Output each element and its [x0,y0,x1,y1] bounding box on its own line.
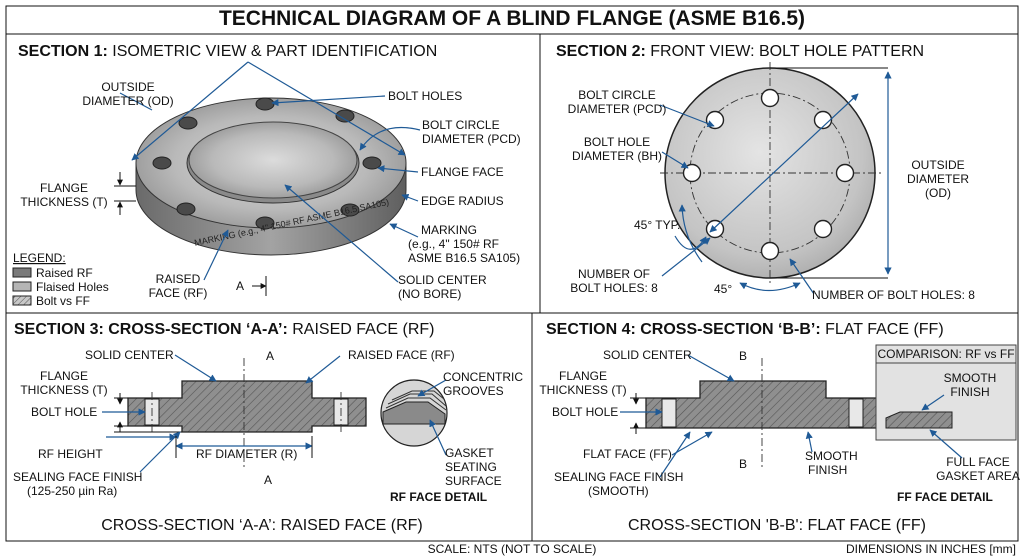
legend-title: LEGEND: [13,251,66,265]
drawing-title: TECHNICAL DIAGRAM OF A BLIND FLANGE (ASM… [219,7,805,30]
section1-heading-bold: SECTION 1: [18,43,108,60]
isometric-flange: MARKING (e.g., 4" 150# RF ASME B16.5 SA1… [135,97,407,256]
section4-heading-bold: SECTION 4: CROSS-SECTION ‘B-B’: [546,321,821,338]
label-number-right: NUMBER OF BOLT HOLES: 8 [812,288,975,302]
footer-scale: SCALE: NTS (NOT TO SCALE) [428,542,597,556]
section2-heading-rest: FRONT VIEW: BOLT HOLE PATTERN [646,43,924,60]
label-angle-bottom: 45° [714,282,732,296]
footer-units: DIMENSIONS IN INCHES [mm] [846,542,1016,556]
ff-detail-caption: FF FACE DETAIL [897,490,993,504]
legend-swatch-holes [12,281,32,292]
comparison-box [875,344,1017,441]
full-face-leader [929,429,963,459]
section4-caption: CROSS-SECTION 'B-B': FLAT FACE (FF) [628,517,926,534]
legend-swatch-raised [12,267,32,278]
label-solid-center: SOLID CENTER(NO BORE) [398,273,487,301]
section1-heading-rest: ISOMETRIC VIEW & PART IDENTIFICATION [108,43,438,60]
label-bolt-holes: BOLT HOLES [388,89,462,103]
section4-heading-rest: FLAT FACE (FF) [821,321,944,338]
rf-detail-caption: RF FACE DETAIL [390,490,487,504]
label-s3-bolt-hole: BOLT HOLE [31,405,97,419]
section2-leaders [659,67,892,295]
rf-cross-section [127,358,367,470]
section4-leaders [620,354,813,478]
label-s3-raised-face: RAISED FACE (RF) [348,348,455,362]
label-flange-face: FLANGE FACE [421,165,504,179]
label-section-b-top: B [739,349,747,363]
section2-heading-bold: SECTION 2: [556,43,646,60]
section3-heading-rest: RAISED FACE (RF) [288,321,435,338]
label-s4-sealing-finish: SEALING FACE FINISH(SMOOTH) [554,470,683,498]
iso-bolt-holes [152,97,382,230]
legend-item-raised: Raised RF [36,266,93,280]
label-s3-solid-center: SOLID CENTER [85,348,174,362]
label-flat-face: FLAT FACE (FF) [583,447,672,461]
rf-detail-leaders [417,379,447,456]
label-section-a-bottom: A [264,473,272,487]
section1-leaders [114,61,421,296]
label-s4-bolt-hole: BOLT HOLE [552,405,618,419]
label-rf-diameter: RF DIAMETER (R) [196,447,297,461]
section2-heading: SECTION 2: FRONT VIEW: BOLT HOLE PATTERN [556,43,924,60]
drawing-frame [5,5,1019,542]
legend-item-holes: Flaised Holes [36,280,109,294]
label-angle-typ: 45° TYP. [634,218,680,232]
legend-swatch-ff [12,295,32,306]
ff-cross-section [645,358,881,470]
section3-heading-bold: SECTION 3: CROSS-SECTION ‘A-A’: [14,321,288,338]
section4-heading: SECTION 4: CROSS-SECTION ‘B-B’: FLAT FAC… [546,321,944,338]
section1-heading: SECTION 1: ISOMETRIC VIEW & PART IDENTIF… [18,43,437,60]
label-rf-height: RF HEIGHT [38,447,103,461]
label-section-a: A [236,279,244,293]
label-section-b-bottom: B [739,457,747,471]
label-s3-sealing-finish: SEALING FACE FINISH(125-250 µin Ra) [13,470,142,498]
legend-item-ff: Bolt vs FF [36,294,90,308]
label-edge-radius: EDGE RADIUS [421,194,504,208]
rf-face-detail [380,379,448,447]
section3-caption: CROSS-SECTION ‘A-A’: RAISED FACE (RF) [101,517,423,534]
section3-leaders [102,354,341,473]
section3-heading: SECTION 3: CROSS-SECTION ‘A-A’: RAISED F… [14,321,434,338]
label-section-a-top: A [266,349,274,363]
comparison-title: COMPARISON: RF vs FF [877,347,1014,361]
label-s4-solid-center: SOLID CENTER [603,348,692,362]
legend: LEGEND: Raised RF Flaised Holes Bolt vs … [12,251,109,308]
